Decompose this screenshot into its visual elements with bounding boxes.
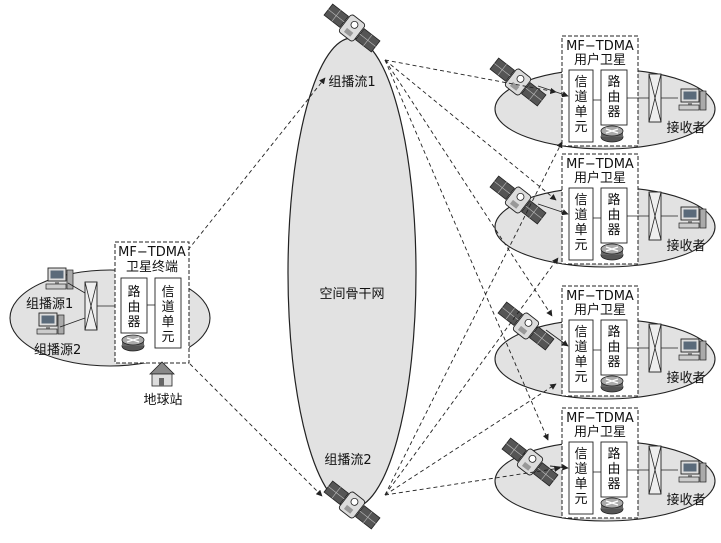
svg-text:器: 器 bbox=[607, 355, 620, 370]
house-icon bbox=[149, 361, 175, 387]
router-box bbox=[600, 319, 628, 376]
svg-text:由: 由 bbox=[127, 300, 140, 315]
svg-text:路: 路 bbox=[607, 74, 620, 90]
svg-text:单: 单 bbox=[161, 315, 174, 330]
terminal-title: MF−TDMA bbox=[118, 245, 186, 260]
space-backbone-label: 空间骨干网 bbox=[319, 287, 384, 302]
svg-text:单: 单 bbox=[574, 355, 587, 370]
router-icon bbox=[121, 334, 145, 352]
svg-text:道: 道 bbox=[574, 340, 587, 355]
computer-icon bbox=[678, 88, 707, 111]
receiver-label: 接收者 bbox=[666, 492, 705, 508]
user-satellite-title: MF−TDMA bbox=[566, 289, 634, 304]
router-box bbox=[120, 277, 148, 334]
user-satellite-title: MF−TDMA bbox=[566, 157, 634, 172]
svg-text:由: 由 bbox=[607, 462, 620, 477]
user-satellite-subtitle: 用户卫星 bbox=[574, 52, 626, 68]
channel-unit-box bbox=[568, 69, 594, 143]
receiver-label: 接收者 bbox=[666, 120, 705, 136]
terminal-subtitle: 卫星终端 bbox=[126, 259, 178, 275]
svg-text:元: 元 bbox=[574, 238, 587, 253]
receiver-label: 接收者 bbox=[666, 238, 705, 254]
router-icon bbox=[600, 497, 624, 515]
computer-icon bbox=[678, 460, 707, 483]
svg-text:元: 元 bbox=[161, 330, 174, 345]
router-box bbox=[600, 441, 628, 498]
switch-icon bbox=[648, 323, 662, 373]
channel-unit-box bbox=[568, 319, 594, 393]
svg-text:信: 信 bbox=[574, 325, 587, 340]
switch-icon bbox=[84, 281, 98, 331]
channel-unit-box bbox=[154, 277, 182, 349]
stream-2-link bbox=[384, 465, 561, 496]
svg-text:元: 元 bbox=[574, 120, 587, 135]
svg-text:单: 单 bbox=[574, 223, 587, 238]
user-satellite-subtitle: 用户卫星 bbox=[574, 302, 626, 318]
svg-text:由: 由 bbox=[607, 340, 620, 355]
switch-icon bbox=[648, 445, 662, 495]
receiver-label: 接收者 bbox=[666, 370, 705, 386]
user-satellite-subtitle: 用户卫星 bbox=[574, 424, 626, 440]
stream-2-link bbox=[384, 383, 557, 496]
earth-station-label: 地球站 bbox=[143, 393, 182, 408]
svg-text:信: 信 bbox=[574, 75, 587, 90]
router-icon bbox=[600, 375, 624, 393]
svg-text:器: 器 bbox=[607, 223, 620, 238]
svg-text:路: 路 bbox=[607, 192, 620, 208]
stream-2-link bbox=[384, 141, 563, 496]
svg-text:信: 信 bbox=[161, 285, 174, 300]
multicast-stream-2-label: 组播流2 bbox=[324, 453, 371, 468]
router-box bbox=[600, 69, 628, 126]
stream-1-link bbox=[384, 59, 553, 317]
multicast-stream-1-label: 组播流1 bbox=[328, 75, 375, 90]
svg-text:路: 路 bbox=[127, 284, 140, 300]
user-satellite-title: MF−TDMA bbox=[566, 411, 634, 426]
svg-text:由: 由 bbox=[607, 90, 620, 105]
source-1-label: 组播源1 bbox=[26, 297, 73, 312]
router-icon bbox=[600, 243, 624, 261]
uplink-to-stream-2 bbox=[189, 363, 323, 497]
svg-text:元: 元 bbox=[574, 492, 587, 507]
svg-text:器: 器 bbox=[607, 105, 620, 120]
svg-text:器: 器 bbox=[607, 477, 620, 492]
svg-text:道: 道 bbox=[574, 90, 587, 105]
computer-icon bbox=[678, 338, 707, 361]
svg-text:道: 道 bbox=[574, 208, 587, 223]
user-satellite-title: MF−TDMA bbox=[566, 39, 634, 54]
svg-text:路: 路 bbox=[607, 446, 620, 462]
svg-text:路: 路 bbox=[607, 324, 620, 340]
channel-unit-box bbox=[568, 187, 594, 261]
source-2-label: 组播源2 bbox=[34, 343, 81, 358]
computer-icon bbox=[678, 206, 707, 229]
router-box bbox=[600, 187, 628, 244]
switch-icon bbox=[648, 191, 662, 241]
router-icon bbox=[600, 125, 624, 143]
switch-icon bbox=[648, 73, 662, 123]
svg-text:由: 由 bbox=[607, 208, 620, 223]
space-backbone-ellipse bbox=[287, 37, 417, 509]
svg-text:道: 道 bbox=[574, 462, 587, 477]
stream-1-link bbox=[384, 59, 557, 95]
svg-text:单: 单 bbox=[574, 477, 587, 492]
svg-text:信: 信 bbox=[574, 447, 587, 462]
computer-icon bbox=[36, 312, 65, 335]
stream-1-link bbox=[384, 59, 557, 201]
svg-text:器: 器 bbox=[127, 315, 140, 330]
svg-text:单: 单 bbox=[574, 105, 587, 120]
user-satellite-subtitle: 用户卫星 bbox=[574, 170, 626, 186]
svg-text:元: 元 bbox=[574, 370, 587, 385]
stream-1-link bbox=[384, 59, 549, 441]
channel-unit-box bbox=[568, 441, 594, 515]
computer-icon bbox=[45, 267, 74, 290]
uplink-to-stream-1 bbox=[187, 77, 326, 251]
mf-tdma-satellite-terminal: MF−TDMA 卫星终端 路 由 器 信 道 单 元 bbox=[114, 241, 190, 364]
svg-text:道: 道 bbox=[161, 300, 174, 315]
svg-text:信: 信 bbox=[574, 193, 587, 208]
